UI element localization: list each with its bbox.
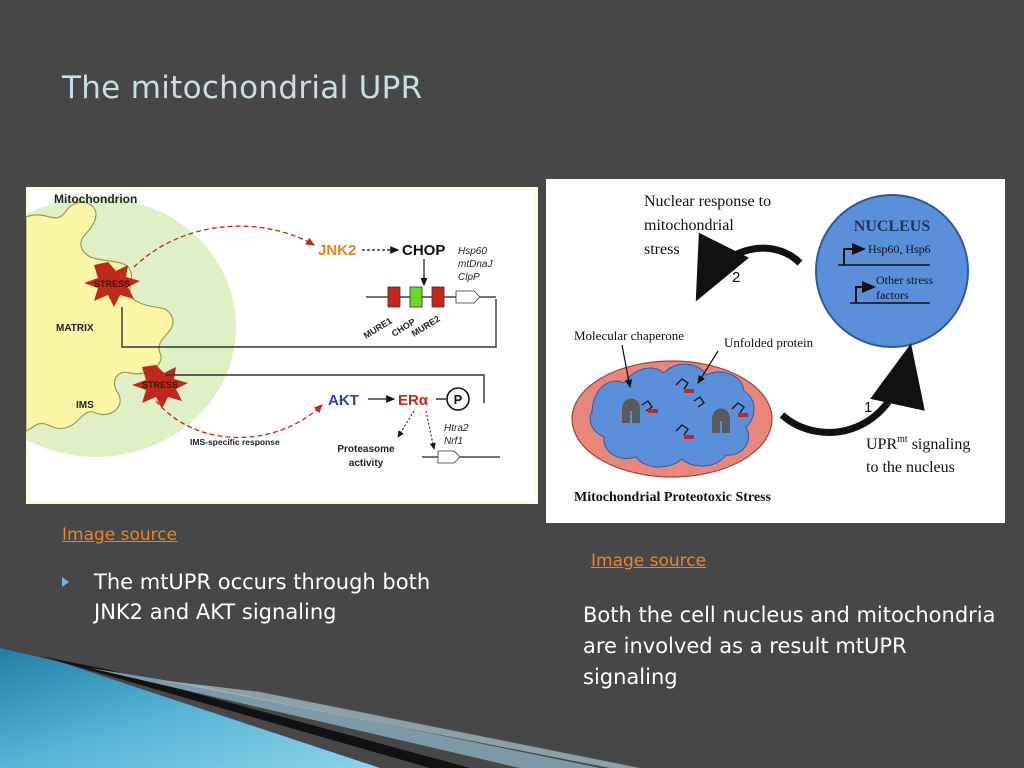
gene-mtdnaj: mtDnaJ: [458, 259, 493, 270]
nucleus-other-line1: Other stress: [876, 273, 933, 287]
nuclear-response-line2: mitochondrial: [644, 217, 734, 234]
unfolded-label: Unfolded protein: [724, 335, 814, 350]
svg-text:UPRmt signaling: UPRmt signaling: [866, 434, 970, 453]
step-1-label: 1: [864, 399, 872, 416]
jnk2-activation-arc: [133, 225, 316, 268]
gene-htra2: Htra2: [444, 423, 469, 434]
nucleus-hsp-label: Hsp60, Hsp6: [868, 242, 931, 256]
summary-paragraph: Both the cell nucleus and mitochondria a…: [583, 603, 996, 689]
ims-response-label: IMS-specific response: [190, 437, 280, 447]
chop-box: [409, 286, 423, 308]
slide-title: The mitochondrial UPR: [62, 70, 423, 106]
chaperone-label: Molecular chaperone: [574, 328, 684, 343]
nucleus-other-line2: factors: [876, 288, 909, 302]
phospho-label: P: [454, 392, 463, 407]
akt-activation-arc: [155, 400, 323, 439]
phospho-circle: [446, 387, 470, 411]
chop-label: CHOP: [402, 242, 445, 259]
stress-label-bottom: STRESS: [142, 380, 178, 390]
decorative-swoosh: [0, 648, 640, 768]
stress-burst-top: [84, 262, 140, 307]
bullet-arrow-icon: [62, 577, 69, 587]
nuclear-response-line3: stress: [644, 241, 680, 258]
nucleus-label: NUCLEUS: [854, 218, 931, 235]
jnk2-akt-signaling-figure: STRESS STRESS Mitochondrion MATRIX IMS J…: [26, 187, 538, 504]
step-2-label: 2: [732, 269, 740, 286]
upr-superscript: mt: [897, 434, 908, 445]
arrow-step-2: [695, 232, 803, 302]
upr-signaling: signaling: [908, 436, 971, 453]
mitochondrion-heading: Mitochondrion: [54, 192, 137, 206]
proteasome-line1: Proteasome: [337, 444, 395, 455]
matrix-cristae: [26, 201, 174, 432]
nuclear-response-line1: Nuclear response to: [644, 193, 771, 210]
stress-burst-bottom: [132, 365, 188, 409]
bullet-text: The mtUPR occurs through both JNK2 and A…: [94, 570, 431, 624]
upr-line2: to the nucleus: [866, 459, 955, 476]
proteasome-line2: activity: [349, 458, 384, 469]
ims-label: IMS: [76, 400, 94, 411]
gene-hsp60: Hsp60: [458, 246, 487, 257]
stress-label-top: STRESS: [94, 279, 130, 289]
upr-label: UPR: [866, 436, 897, 453]
proteotoxic-stress-figure: NUCLEUS Hsp60, Hsp6 Other stress factors…: [546, 179, 1005, 523]
arrow-step-1: [779, 343, 925, 436]
mure2-box: [431, 286, 445, 308]
image-source-link-left[interactable]: Image source: [62, 525, 178, 545]
er-alpha-label: ERα: [398, 392, 429, 409]
mure1-box: [387, 286, 401, 308]
gene-clpp: ClpP: [458, 272, 480, 283]
matrix-label: MATRIX: [56, 323, 94, 334]
akt-label: AKT: [328, 392, 359, 409]
figure-caption: Mitochondrial Proteotoxic Stress: [574, 490, 772, 505]
gene-nrf1: Nrf1: [444, 436, 463, 447]
image-source-link-right[interactable]: Image source: [591, 551, 707, 571]
jnk2-label: JNK2: [318, 242, 356, 259]
mitochondrion-inner: [589, 363, 755, 468]
